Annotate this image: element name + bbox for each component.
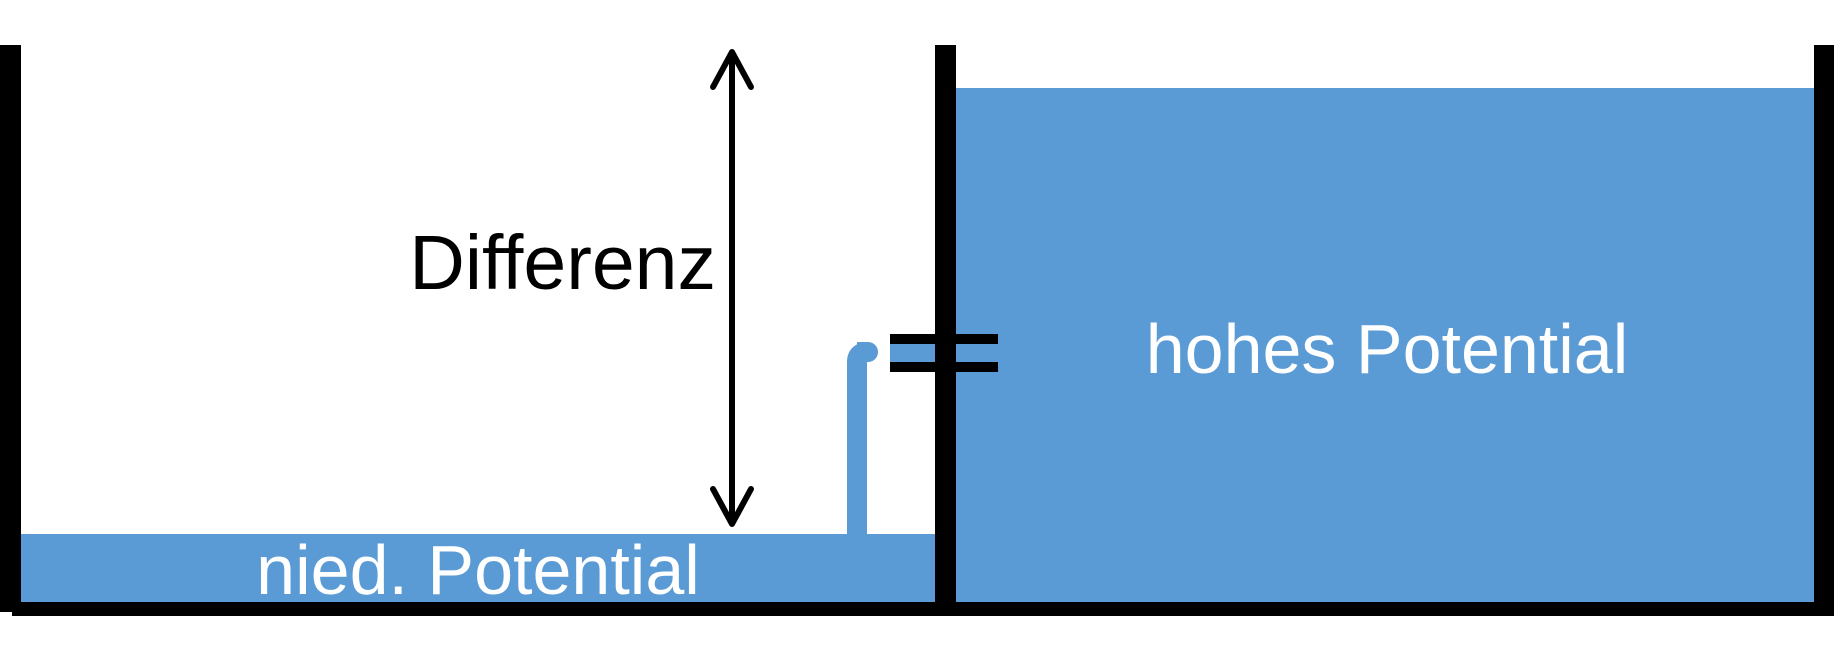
channel-top-plate [890,334,998,344]
divider-wall [935,45,956,612]
difference-arrow-top-head [710,49,754,90]
channel-bottom-plate [890,362,998,372]
left-wall [0,45,21,612]
right-wall [1814,45,1834,612]
low-potential-water [16,534,940,602]
difference-label: Differenz [409,220,716,306]
high-potential-label: hohes Potential [1146,310,1629,388]
high-potential-water [951,88,1816,602]
low-potential-label: nied. Potential [256,531,700,609]
difference-arrow-bottom-head [710,486,754,527]
difference-arrow [710,49,754,527]
connecting-pipe [847,342,878,540]
floor [12,602,1834,616]
